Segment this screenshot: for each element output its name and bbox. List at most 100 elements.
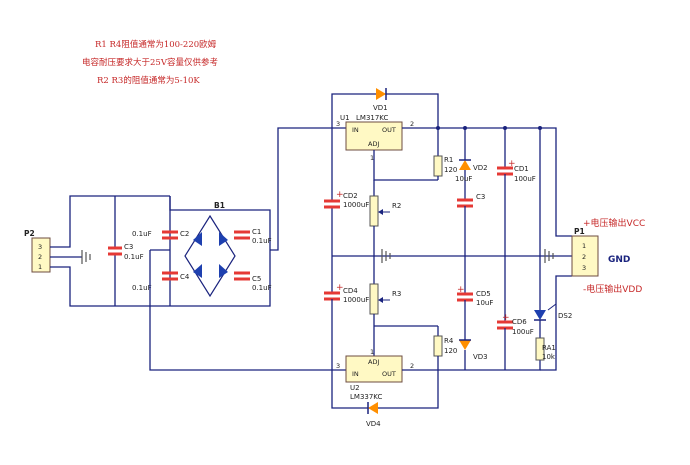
cd6-value: 100uF xyxy=(512,328,534,336)
connector-p2: P2 3 2 1 xyxy=(24,229,51,273)
output-gnd-label: GND xyxy=(608,255,630,265)
vd3-ref: VD3 xyxy=(473,353,488,361)
junction-dot xyxy=(538,126,542,130)
p1-pin-3: 3 xyxy=(582,264,586,272)
cd5-ref: CD5 xyxy=(476,290,491,298)
c3b-ref: C3 xyxy=(476,193,485,201)
plus-icon: + xyxy=(336,190,344,200)
note-resistors-r2-r3: R2 R3的阻值通常为5-10K xyxy=(97,75,200,86)
p2-pin-3: 3 xyxy=(38,243,42,251)
ra1-resistor-body xyxy=(535,337,545,361)
u1-in: IN xyxy=(352,126,359,134)
wire-p2-pin3 xyxy=(50,195,170,248)
u2-ref: U2 xyxy=(350,384,360,392)
u1-ref: U1 xyxy=(340,114,350,122)
design-notes: R1 R4阻值通常为100-220欧姆 电容耐压要求大于25V容量仅供参考 R2… xyxy=(82,39,218,86)
r3-ref: R3 xyxy=(392,290,401,298)
wire-vcc-rail xyxy=(402,127,541,310)
vd4-ref: VD4 xyxy=(366,420,381,428)
cd2-value: 1000uF xyxy=(343,201,369,209)
wiper-arrow-icon xyxy=(378,209,390,215)
wire-positive-rail xyxy=(270,127,346,251)
cd6-ref: CD6 xyxy=(512,318,527,326)
r2-ref: R2 xyxy=(392,202,401,210)
vd1-diode-icon xyxy=(376,88,387,100)
p1-pin-1: 1 xyxy=(582,242,586,250)
r2-potentiometer-body xyxy=(369,195,379,227)
r1-value: 120 xyxy=(444,166,457,174)
ground-icon xyxy=(544,249,554,263)
r4-ref: R4 xyxy=(444,337,454,345)
ra1-value: 10k xyxy=(542,353,556,361)
u1-regulator-body xyxy=(345,121,403,151)
plus-icon: + xyxy=(336,283,344,293)
p2-ref: P2 xyxy=(24,229,35,238)
vd2-ref: VD2 xyxy=(473,164,488,172)
u1-part: LM317KC xyxy=(356,114,389,122)
note-resistors-r1-r4: R1 R4阻值通常为100-220欧姆 xyxy=(95,39,217,50)
p2-pin-1: 1 xyxy=(38,263,42,271)
ds2-led-icon xyxy=(534,303,557,321)
c4-ref: C4 xyxy=(180,273,190,281)
plus-icon: + xyxy=(502,313,510,323)
vd3-diode-icon xyxy=(459,339,471,350)
p2-pin-2: 2 xyxy=(38,253,42,261)
c2-ref: C2 xyxy=(180,230,189,238)
bridge-rectifier-icon xyxy=(184,214,236,298)
c5-value: 0.1uF xyxy=(252,284,272,292)
r4-resistor-body xyxy=(433,335,443,357)
c3-value: 0.1uF xyxy=(124,253,144,261)
c4-value: 0.1uF xyxy=(132,284,152,292)
ra1-ref: RA1 xyxy=(542,344,556,352)
vd4-diode-icon xyxy=(367,402,378,414)
u2-adj: ADJ xyxy=(368,358,379,366)
wire-vdd-out xyxy=(540,275,572,371)
cd5-value: 10uF xyxy=(476,299,493,307)
ds2-ref: DS2 xyxy=(558,312,572,320)
wire-vdd-rail xyxy=(402,338,541,371)
c1-value: 0.1uF xyxy=(252,237,272,245)
ground-icon xyxy=(381,249,391,263)
plus-icon: + xyxy=(457,285,465,295)
ground-icon xyxy=(81,250,91,264)
output-vcc-label: +电压输出VCC xyxy=(583,217,645,229)
output-vdd-label: -电压输出VDD xyxy=(583,283,642,295)
cd1-value: 100uF xyxy=(514,175,536,183)
u1-pin-adj: 1 xyxy=(370,154,374,162)
plus-icon: + xyxy=(508,159,516,169)
cd4-ref: CD4 xyxy=(343,287,358,295)
u2-pin-in: 3 xyxy=(336,362,340,370)
p1-pin-2: 2 xyxy=(582,253,586,261)
c1-ref: C1 xyxy=(252,228,261,236)
u2-regulator-body xyxy=(345,355,403,383)
u2-out: OUT xyxy=(382,370,396,378)
r1-ref: R1 xyxy=(444,156,453,164)
u2-pin-adj: 1 xyxy=(370,348,374,356)
r4-value: 120 xyxy=(444,347,457,355)
u1-pin-out: 2 xyxy=(410,120,414,128)
r1-resistor-body xyxy=(433,155,443,177)
vd2-diode-icon xyxy=(459,159,471,170)
cd2-ref: CD2 xyxy=(343,192,358,200)
p1-ref: P1 xyxy=(574,227,585,236)
wire-u1-adj xyxy=(373,150,438,181)
cd1-ref: CD1 xyxy=(514,165,529,173)
wire-p2-pin1 xyxy=(50,266,170,307)
u2-pin-out: 2 xyxy=(410,362,414,370)
c3b-value: 10uF xyxy=(455,175,472,183)
r3-potentiometer-body xyxy=(369,283,379,315)
wire-vcc-out xyxy=(540,127,572,237)
wiper-arrow-icon xyxy=(378,297,390,303)
u2-in: IN xyxy=(352,370,359,378)
p2-body xyxy=(31,237,51,273)
u2-part: LM337KC xyxy=(350,393,383,401)
b1-ref: B1 xyxy=(214,201,225,210)
c3-ref: C3 xyxy=(124,243,133,251)
c2-value: 0.1uF xyxy=(132,230,152,238)
connector-p1: P1 1 2 3 xyxy=(571,227,599,277)
wire-vd4-loop xyxy=(331,370,439,409)
note-capacitor-voltage: 电容耐压要求大于25V容量仅供参考 xyxy=(82,57,218,68)
vd1-ref: VD1 xyxy=(373,104,388,112)
c5-ref: C5 xyxy=(252,275,261,283)
